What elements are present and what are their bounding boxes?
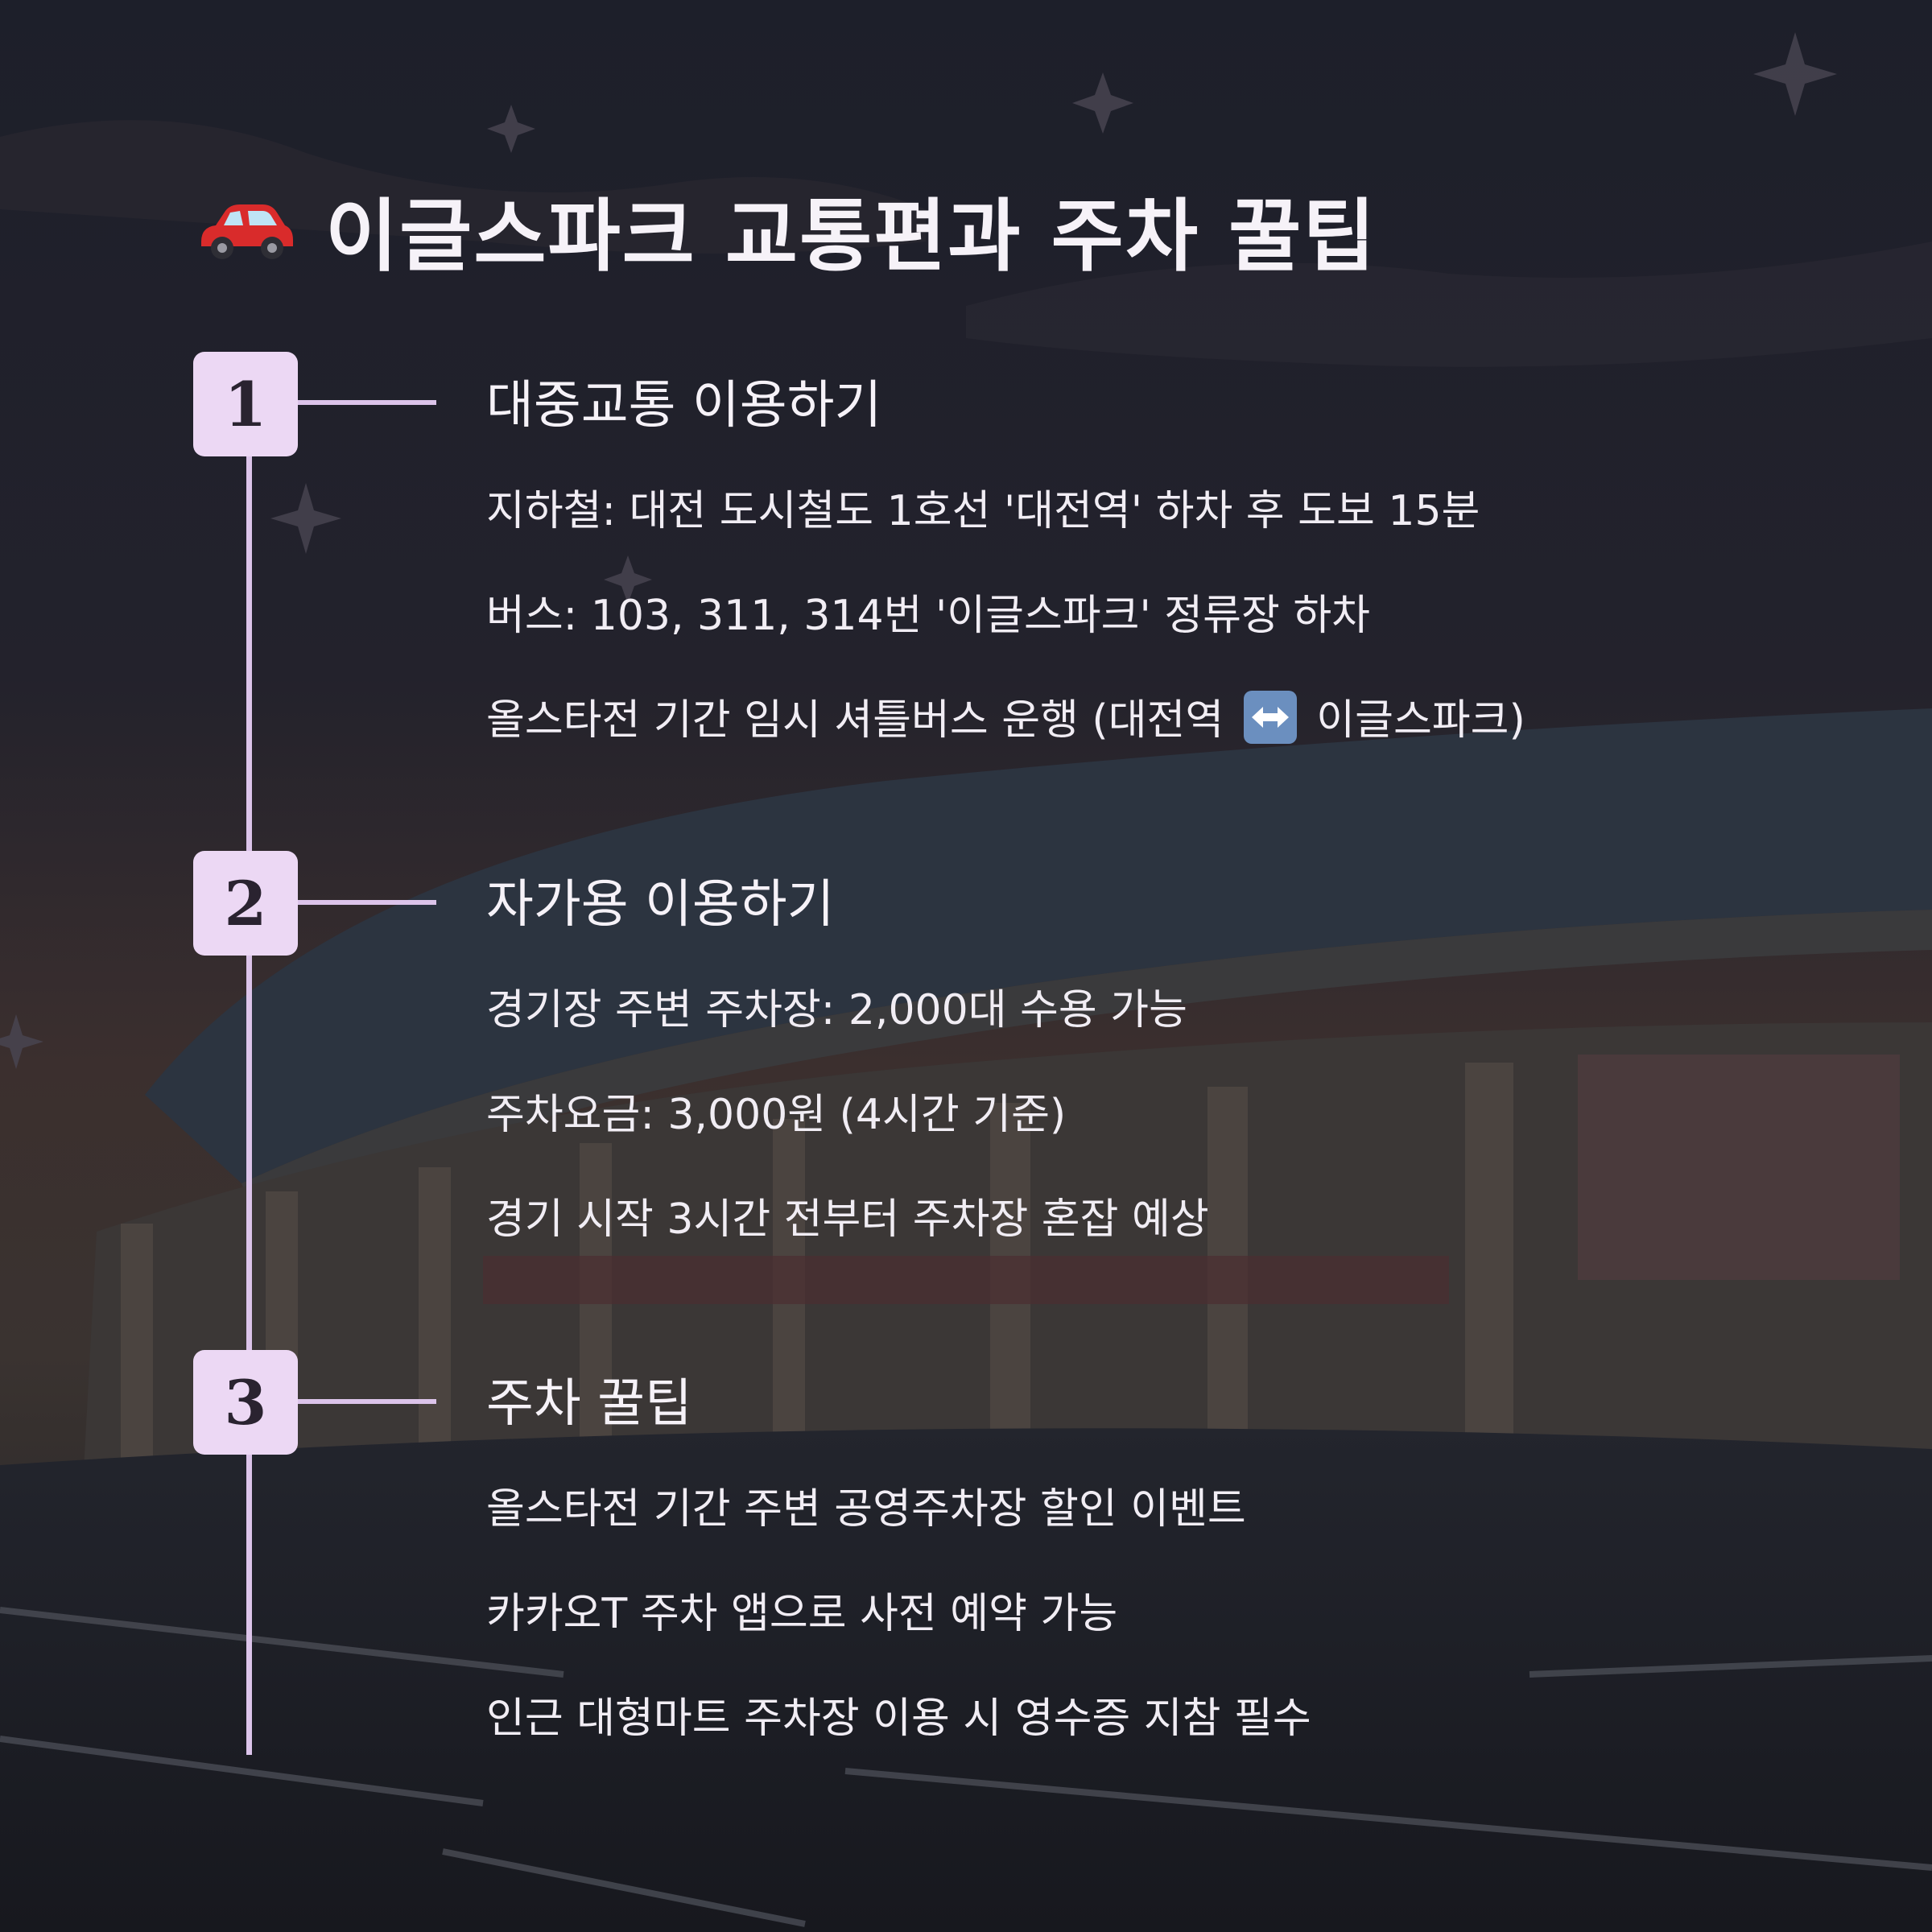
list-item: 주차요금: 3,000원 (4시간 기준) [486, 1091, 1067, 1139]
timeline-line [246, 402, 252, 1755]
page-header: 이글스파크 교통편과 주차 꿀팁 [193, 177, 1377, 283]
section-title: 주차 꿀팁 [486, 1374, 692, 1434]
list-item: 카카오T 주차 앱으로 사전 예약 가능 [486, 1590, 1118, 1638]
list-item: 경기 시작 3시간 전부터 주차장 혼잡 예상 [486, 1195, 1209, 1244]
list-item-text: 올스타전 기간 임시 셔틀버스 운행 (대전역 [486, 696, 1224, 745]
list-item: 올스타전 기간 임시 셔틀버스 운행 (대전역 이글스파크) [486, 686, 1525, 746]
step-number-badge: 1 [193, 352, 298, 456]
list-item: 올스타전 기간 주변 공영주차장 할인 이벤트 [486, 1485, 1246, 1534]
list-item: 경기장 주변 주차장: 2,000대 수용 가능 [486, 986, 1187, 1034]
section-title: 자가용 이용하기 [486, 875, 835, 935]
list-item: 인근 대형마트 주차장 이용 시 영수증 지참 필수 [486, 1695, 1311, 1743]
section-title: 대중교통 이용하기 [486, 376, 882, 436]
list-item-text: 이글스파크) [1316, 696, 1525, 745]
page-title: 이글스파크 교통편과 주차 꿀팁 [325, 191, 1377, 283]
step-number-badge: 3 [193, 1350, 298, 1455]
timeline-connector [298, 900, 436, 905]
list-item: 버스: 103, 311, 314번 '이글스파크' 정류장 하차 [486, 592, 1371, 640]
car-icon [201, 204, 293, 259]
timeline-connector [298, 400, 436, 405]
timeline-connector [298, 1399, 436, 1404]
left-right-arrow-icon [1243, 691, 1297, 744]
list-item: 지하철: 대전 도시철도 1호선 '대전역' 하차 후 도보 15분 [486, 487, 1480, 535]
step-number-badge: 2 [193, 851, 298, 956]
